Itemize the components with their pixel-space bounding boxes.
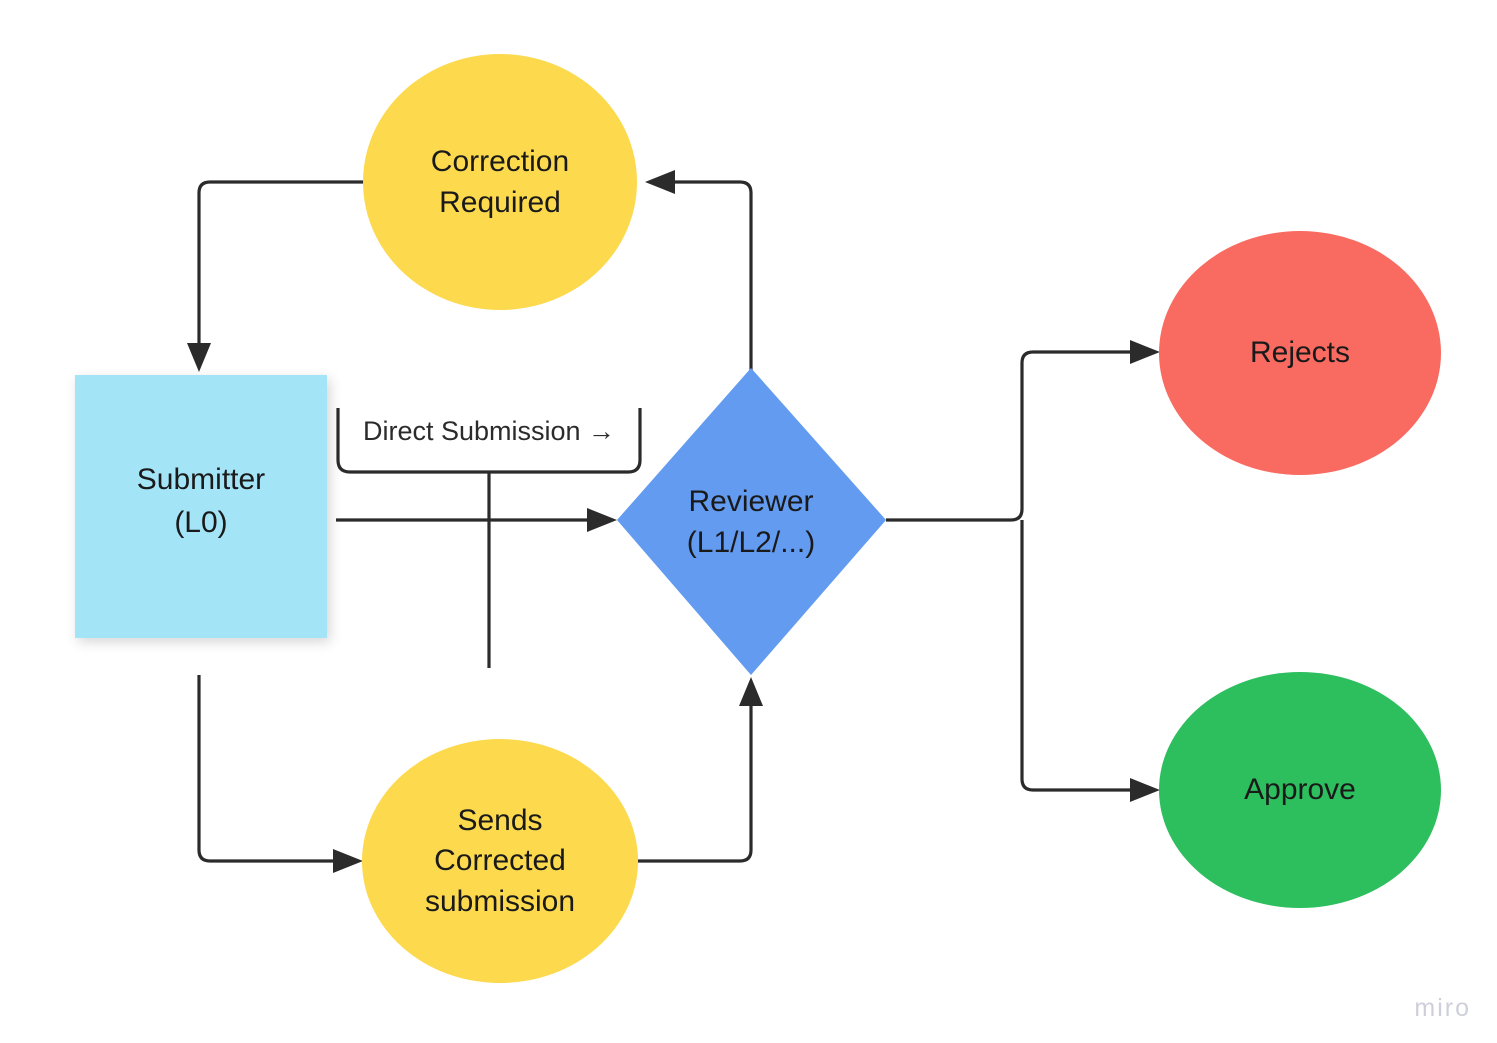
edge-submitter-to-sends-corrected-path <box>197 675 343 863</box>
arrow-head-right-into-reviewer <box>587 508 617 532</box>
node-sends-corrected-submission[interactable]: Sends Corrected submission <box>362 739 638 983</box>
edge-reviewer-to-rejects-path <box>886 350 1140 522</box>
reviewer-shape[interactable] <box>617 368 886 675</box>
edge-reviewer-to-correction <box>645 170 753 380</box>
correction-required-label-line2: Required <box>439 186 561 219</box>
sends-corrected-label-line1: Sends <box>457 804 542 837</box>
submitter-label-line1: Submitter <box>137 463 265 496</box>
arrow-head-left-into-correction <box>645 170 675 194</box>
approve-label: Approve <box>1244 773 1356 806</box>
submitter-shape[interactable] <box>75 375 327 638</box>
edge-reviewer-to-correction-path <box>665 180 753 380</box>
arrow-head-right-into-rejects <box>1130 340 1160 364</box>
arrow-head-right-into-approve <box>1130 778 1160 802</box>
arrow-head-up-into-reviewer <box>739 677 763 706</box>
sends-corrected-label-line2: Corrected <box>434 844 566 877</box>
sends-corrected-label-line3: submission <box>425 885 575 918</box>
node-approve[interactable]: Approve <box>1159 672 1441 908</box>
arrow-head-right-into-sends-corrected <box>333 849 363 873</box>
approve-shape[interactable] <box>1159 672 1441 908</box>
sends-corrected-shape[interactable] <box>362 739 638 983</box>
edge-reviewer-to-rejects <box>886 340 1160 522</box>
edge-reviewer-to-approve-path <box>1020 520 1140 792</box>
edge-correction-to-submitter-path <box>197 180 372 352</box>
rejects-label: Rejects <box>1250 336 1350 369</box>
edge-reviewer-to-approve <box>1020 520 1160 802</box>
rejects-shape[interactable] <box>1159 231 1441 475</box>
edge-sends-corrected-to-reviewer-path <box>638 700 753 863</box>
edge-sends-corrected-to-reviewer <box>638 677 763 863</box>
node-correction-required[interactable]: Correction Required <box>363 54 637 310</box>
node-reviewer[interactable]: Reviewer (L1/L2/...) <box>617 368 886 675</box>
reviewer-label-line2: (L1/L2/...) <box>687 526 815 559</box>
arrow-head-down-into-submitter <box>187 343 211 372</box>
miro-watermark: miro <box>1414 994 1471 1022</box>
edge-label-bracket-direct-submission <box>336 408 642 668</box>
edge-submitter-to-reviewer <box>336 508 617 532</box>
edge-label-direct-submission: Direct Submission → <box>363 416 615 446</box>
correction-required-label-line1: Correction <box>431 145 569 178</box>
edge-submitter-to-sends-corrected <box>197 675 363 873</box>
edge-correction-to-submitter <box>187 180 372 372</box>
submitter-label-line2: (L0) <box>174 506 227 539</box>
node-rejects[interactable]: Rejects <box>1159 231 1441 475</box>
correction-required-shape[interactable] <box>363 54 637 310</box>
node-submitter[interactable]: Submitter (L0) <box>75 375 327 638</box>
reviewer-label-line1: Reviewer <box>688 485 813 518</box>
